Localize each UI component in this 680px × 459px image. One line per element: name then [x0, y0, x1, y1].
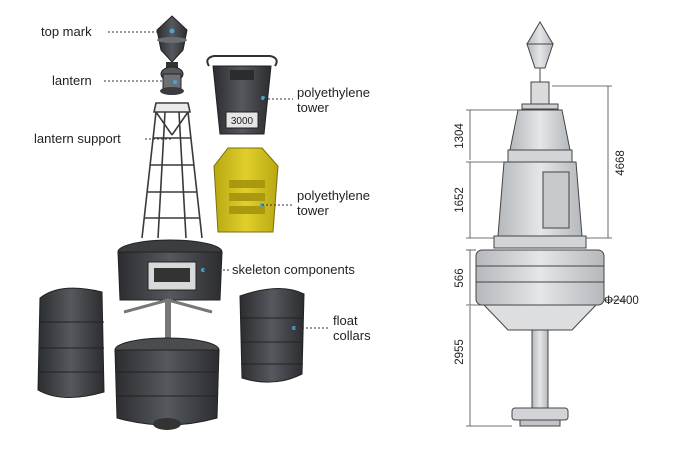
label-skeleton-components: skeleton components — [232, 262, 355, 277]
top-mark-part — [156, 15, 188, 63]
dim-total-height: 4668 — [615, 150, 627, 176]
label-float-collars: float collars — [333, 313, 371, 343]
dimension-lines — [466, 85, 626, 427]
label-polyethylene-tower-1: polyethylene tower — [297, 85, 370, 115]
polyethylene-tower-dark-part: 3000 — [206, 55, 278, 135]
label-lantern: lantern — [52, 73, 92, 88]
lantern-support-part — [141, 102, 203, 239]
leader-lines — [104, 31, 330, 329]
buoy-technical-drawing — [475, 21, 605, 427]
label-polyethylene-tower-2: polyethylene tower — [297, 188, 370, 218]
label-lantern-support: lantern support — [34, 131, 121, 146]
float-collar-right-part — [239, 287, 305, 383]
dim-lower-tower: 1652 — [454, 187, 466, 213]
skeleton-part — [117, 239, 223, 345]
float-collar-left-part — [37, 287, 105, 399]
float-collar-front-part — [114, 337, 220, 430]
tower-marking: 3000 — [231, 116, 254, 127]
polyethylene-tower-yellow-part — [213, 147, 279, 233]
label-top-mark: top mark — [41, 24, 92, 39]
dim-float-height: 566 — [454, 268, 466, 287]
lantern-part — [160, 62, 184, 95]
dim-tail-length: 2955 — [454, 339, 466, 365]
dim-diameter: Φ2400 — [604, 295, 639, 307]
dim-upper-tower: 1304 — [454, 123, 466, 149]
